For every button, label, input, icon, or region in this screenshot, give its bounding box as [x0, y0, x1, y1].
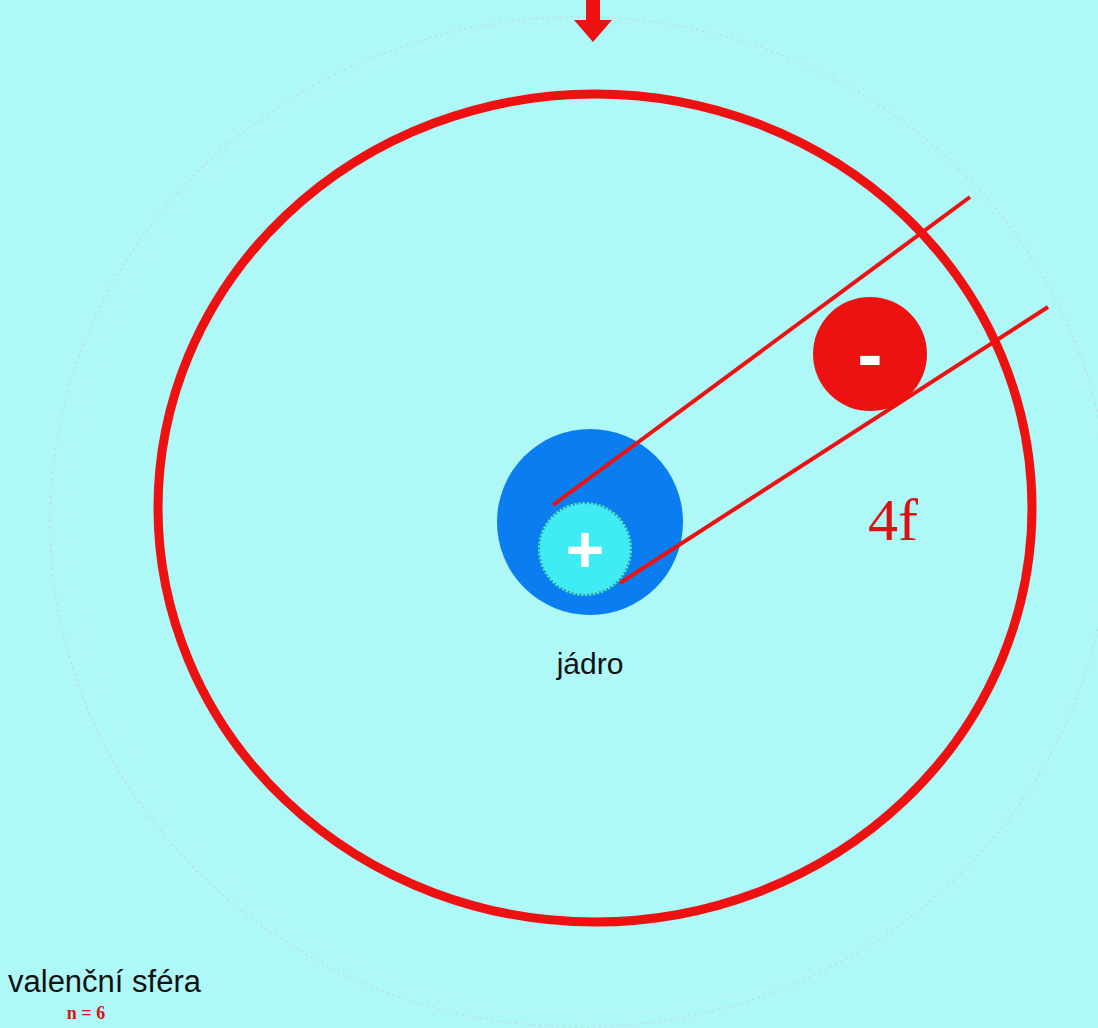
radius-line — [553, 197, 970, 505]
nucleus-core: + — [538, 502, 632, 596]
quantum-number: n = 6 — [67, 1004, 105, 1022]
sphere-label: valenční sféra — [8, 966, 201, 997]
orbit-4f — [158, 94, 1032, 922]
nucleus-label: jádro — [557, 649, 624, 679]
valence-sphere — [50, 17, 1098, 1027]
nucleus-shell — [497, 429, 683, 615]
electron: - — [813, 297, 927, 411]
valence-sphere-inner — [73, 24, 1098, 1016]
orbital-label: 4f — [868, 490, 918, 550]
charge-sign: - — [857, 316, 882, 392]
arrow-marker — [574, 0, 612, 42]
charge-sign: + — [566, 516, 605, 582]
